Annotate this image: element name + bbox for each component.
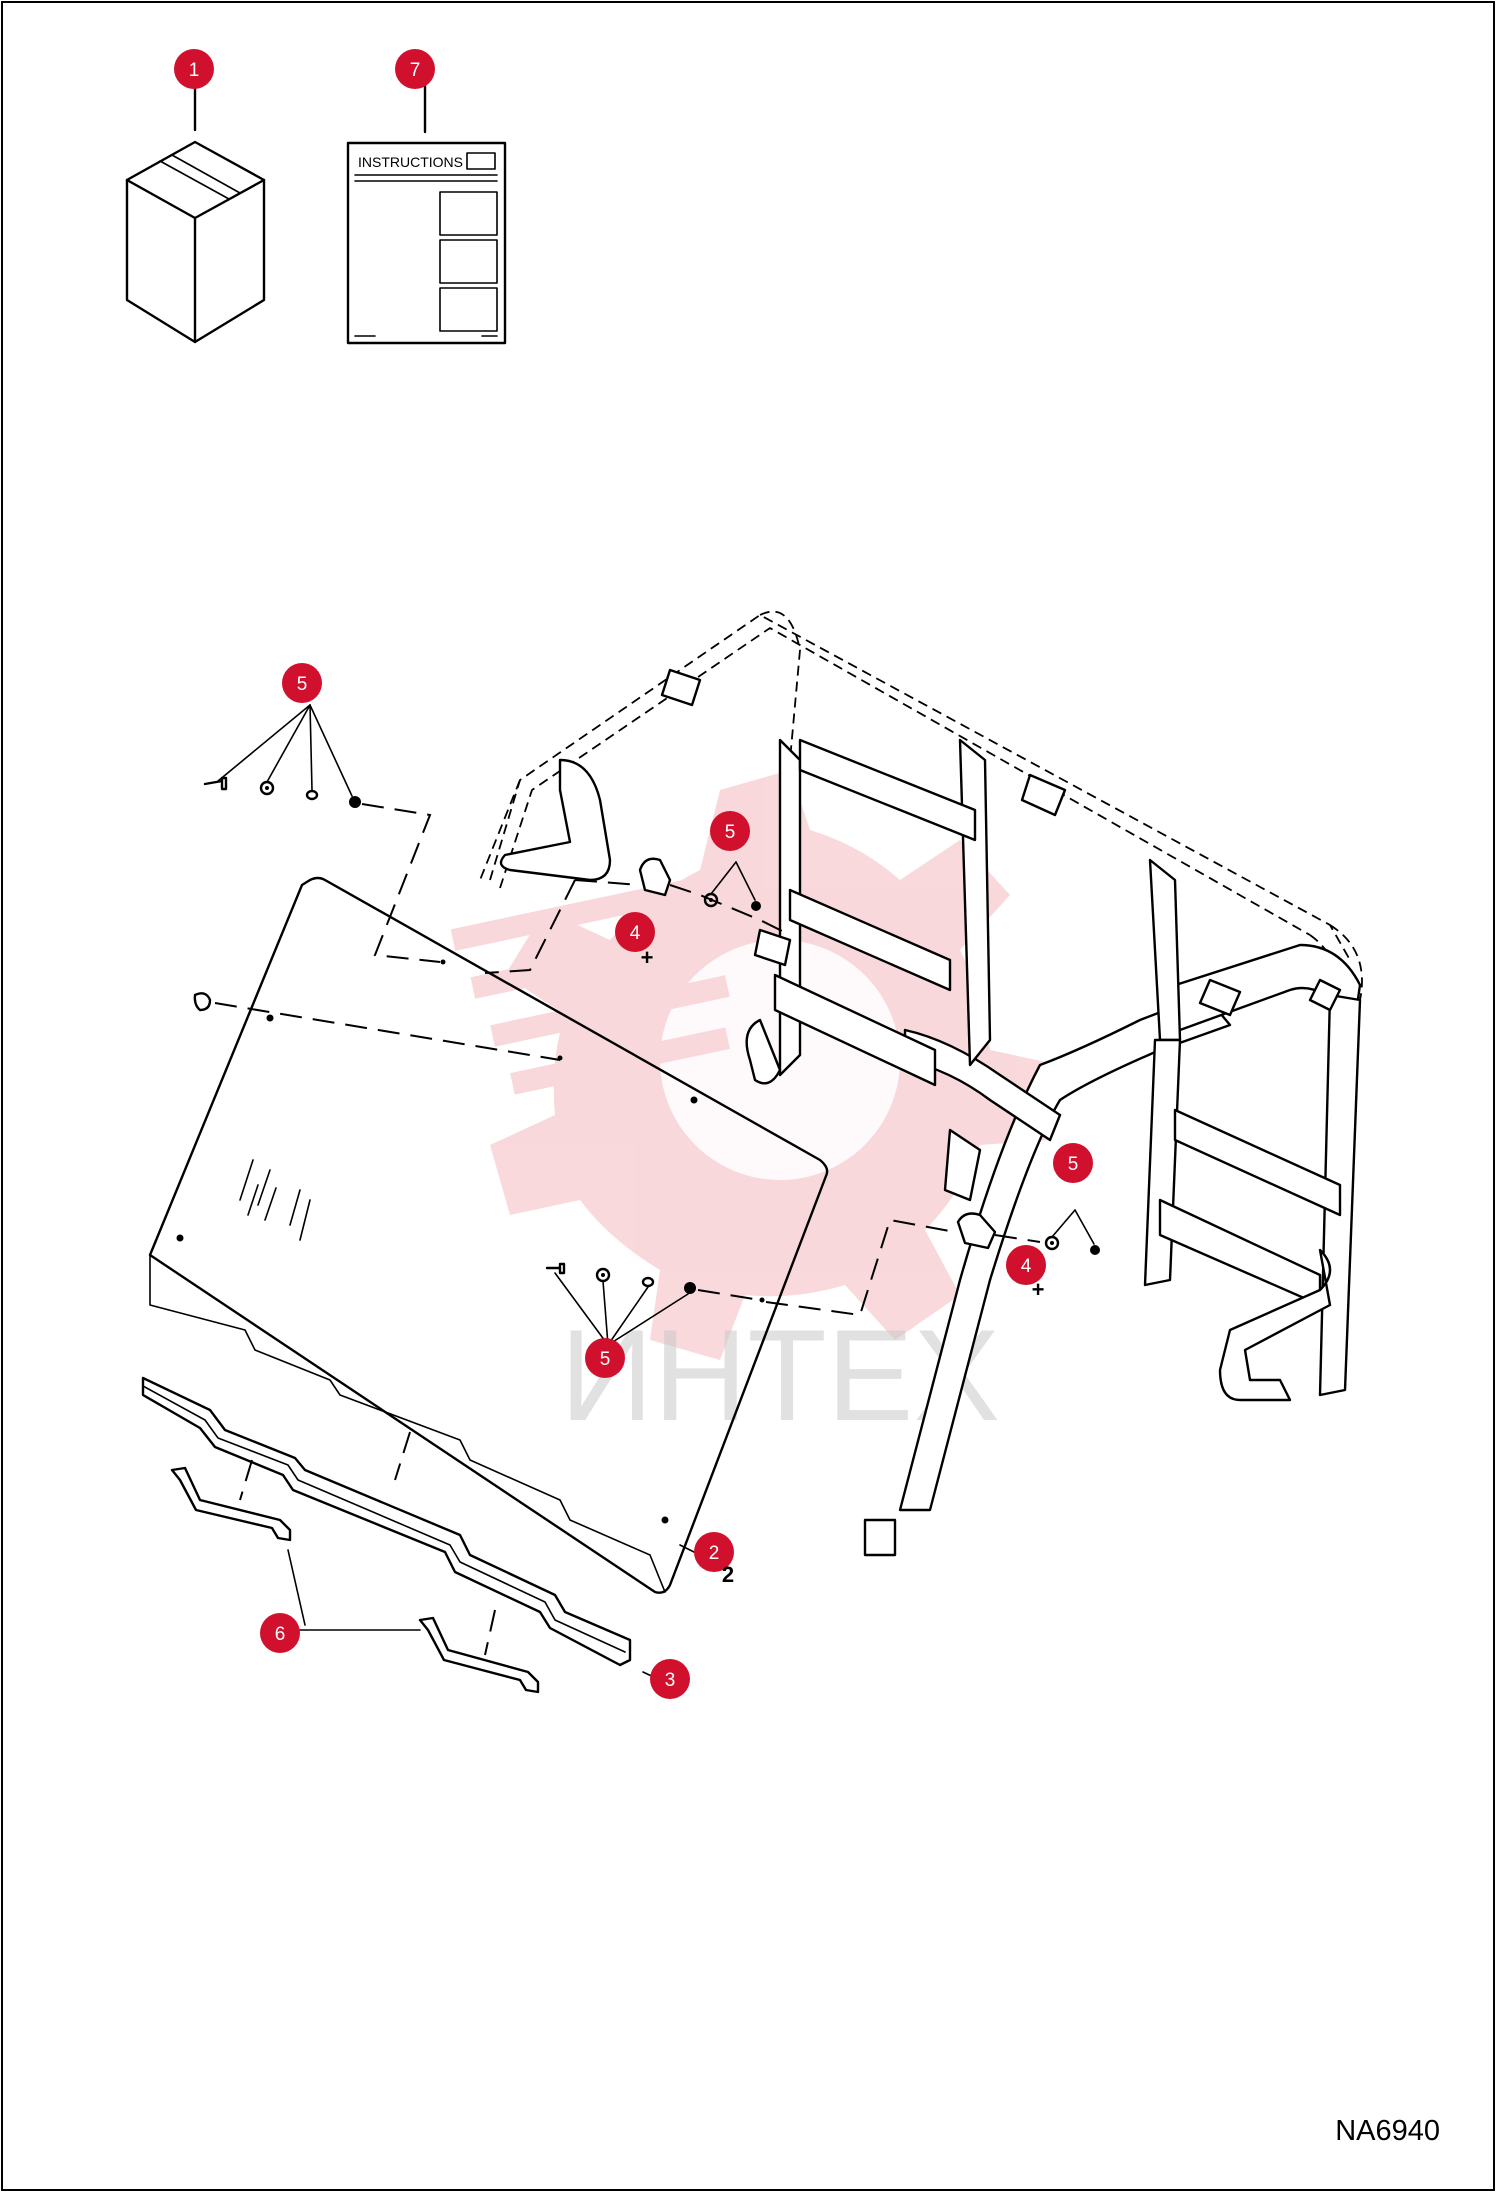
clamp-hardware-upper bbox=[484, 857, 791, 974]
svg-text:4: 4 bbox=[630, 923, 641, 944]
svg-text:5: 5 bbox=[725, 822, 736, 843]
callout-4-clamp-right: 4 + bbox=[1006, 1245, 1046, 1302]
svg-text:2: 2 bbox=[709, 1543, 720, 1564]
rops-frame bbox=[479, 610, 1363, 1557]
instruction-sheet-label: INSTRUCTIONS bbox=[358, 154, 463, 170]
drawing-number: NA6940 bbox=[1335, 2115, 1440, 2147]
svg-text:2: 2 bbox=[722, 1562, 734, 1587]
callout-5-clamp-right: 5 bbox=[1053, 1143, 1093, 1183]
instruction-sheet-illustration: INSTRUCTIONS bbox=[346, 83, 507, 345]
svg-text:3: 3 bbox=[665, 1670, 676, 1691]
hardware-set-upper-left bbox=[203, 704, 446, 965]
svg-text:+: + bbox=[641, 945, 654, 970]
svg-text:5: 5 bbox=[297, 674, 308, 695]
svg-text:7: 7 bbox=[410, 60, 421, 81]
strip-retainer-right bbox=[418, 1616, 540, 1694]
svg-text:1: 1 bbox=[189, 60, 200, 81]
callout-2: 2 2 bbox=[694, 1532, 734, 1587]
clamp-hardware-right bbox=[956, 1209, 1100, 1255]
upper-pin-leader bbox=[193, 992, 563, 1061]
callout-5-lower: 5 bbox=[585, 1338, 625, 1378]
retainer-leader-lines bbox=[239, 1431, 496, 1656]
hardware-set-lower bbox=[545, 1218, 956, 1346]
callout-5-clamp-upper: 5 bbox=[710, 811, 750, 851]
svg-text:5: 5 bbox=[600, 1349, 611, 1370]
strip-retainer-left bbox=[170, 1466, 292, 1542]
callout-3: 3 bbox=[650, 1659, 690, 1699]
callout-5-upper-left: 5 bbox=[282, 663, 322, 703]
svg-text:4: 4 bbox=[1021, 1256, 1032, 1277]
windshield-panel bbox=[148, 876, 829, 1594]
svg-text:5: 5 bbox=[1068, 1154, 1079, 1175]
callout-6: 6 bbox=[260, 1613, 300, 1653]
kit-box-illustration bbox=[125, 83, 266, 344]
svg-text:6: 6 bbox=[275, 1624, 286, 1645]
callout-7: 7 bbox=[395, 49, 435, 89]
callout-1: 1 bbox=[174, 49, 214, 89]
callout-4-clamp-upper: 4 + bbox=[615, 912, 655, 970]
svg-text:+: + bbox=[1032, 1277, 1045, 1302]
